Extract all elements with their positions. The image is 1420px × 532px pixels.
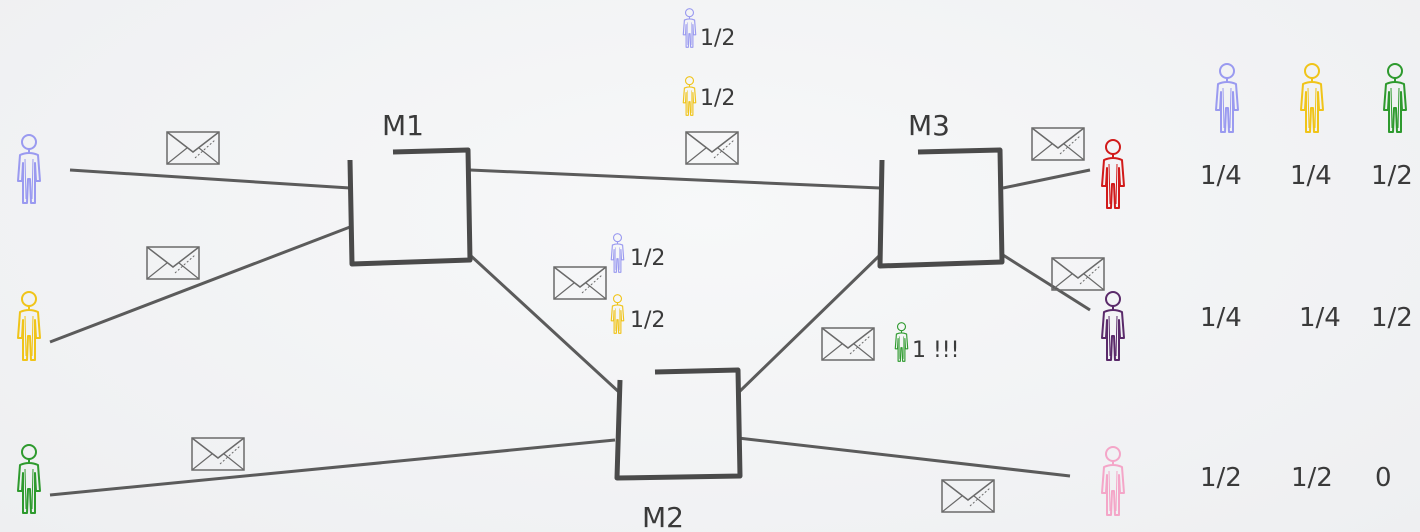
pink-person-icon — [1101, 446, 1125, 516]
m1-m2-blue-share: 1/2 — [630, 246, 665, 271]
blue-person-icon — [682, 8, 697, 48]
links — [49, 168, 1091, 497]
link-m2-pink — [737, 436, 1071, 478]
table-cell-red-yellow: 1/4 — [1290, 161, 1332, 191]
link-yellow-m1 — [49, 225, 351, 344]
table-cell-purple-blue: 1/4 — [1200, 303, 1242, 333]
m3-label: M3 — [908, 109, 950, 142]
envelope-icon — [191, 437, 245, 471]
table-cell-red-green: 1/2 — [1371, 161, 1413, 191]
m1-box — [347, 147, 473, 267]
table-cell-purple-yellow: 1/4 — [1299, 303, 1341, 333]
m2-m3-green-share: 1 !!! — [912, 338, 959, 363]
envelope-icon — [146, 246, 200, 280]
link-m1-m2 — [468, 253, 622, 395]
table-header-yellow-icon — [1300, 63, 1324, 133]
green-person-icon — [17, 444, 41, 514]
table-cell-pink-green: 0 — [1375, 463, 1392, 493]
table-cell-pink-blue: 1/2 — [1200, 463, 1242, 493]
link-m3-red — [1002, 168, 1091, 190]
blue-person-icon — [610, 233, 625, 273]
link-m3-purple — [1002, 253, 1091, 312]
m2-label: M2 — [642, 501, 684, 532]
envelope-icon — [553, 266, 607, 300]
envelope-icon — [1031, 127, 1085, 161]
envelope-icon — [1051, 257, 1105, 291]
link-m1-m3 — [469, 168, 881, 190]
m1-m2-yellow-share: 1/2 — [630, 308, 665, 333]
table-header-blue-icon — [1215, 63, 1239, 133]
purple-person-icon — [1101, 291, 1125, 361]
red-person-icon — [1101, 139, 1125, 209]
table-cell-purple-green: 1/2 — [1371, 303, 1413, 333]
table-cell-red-blue: 1/4 — [1200, 161, 1242, 191]
envelope-icon — [821, 327, 875, 361]
yellow-person-icon — [17, 291, 41, 361]
envelope-icon — [166, 131, 220, 165]
m3-box — [877, 147, 1005, 269]
link-green-m2 — [49, 438, 616, 497]
envelope-icon — [685, 131, 739, 165]
link-blue-m1 — [69, 168, 351, 190]
blue-person-icon — [17, 134, 41, 204]
yellow-person-icon — [610, 294, 625, 334]
m1-label: M1 — [382, 109, 424, 142]
table-cell-pink-yellow: 1/2 — [1291, 463, 1333, 493]
m2-box — [614, 367, 743, 481]
m1-m3-yellow-share: 1/2 — [700, 86, 735, 111]
link-m2-m3 — [736, 253, 882, 395]
envelope-icon — [941, 479, 995, 513]
yellow-person-icon — [682, 76, 697, 116]
green-person-icon — [894, 322, 909, 362]
table-header-green-icon — [1383, 63, 1407, 133]
m1-m3-blue-share: 1/2 — [700, 26, 735, 51]
